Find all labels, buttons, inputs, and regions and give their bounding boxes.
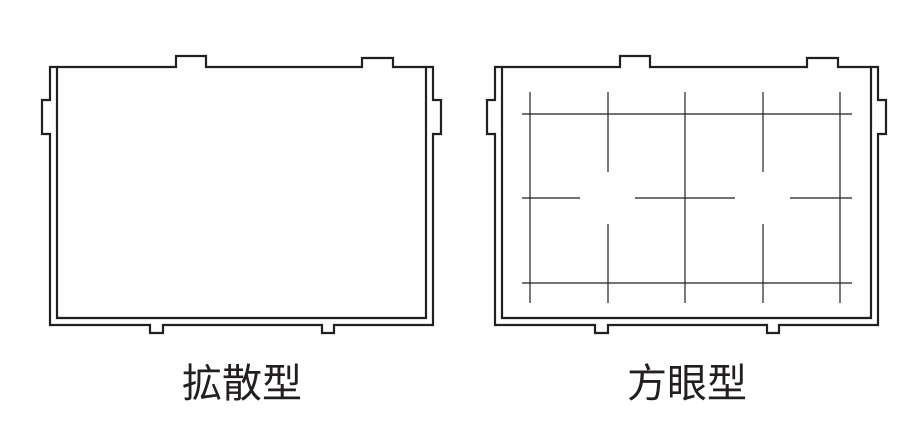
grid-lines (522, 92, 852, 303)
screen-grid-inner-frame (500, 67, 873, 320)
screen-diffusion-outline (40, 54, 443, 335)
screen-diffusion (40, 54, 443, 335)
screen-grid-outline (485, 54, 888, 335)
screen-grid (485, 54, 888, 335)
screen-diffusion-inner-frame (55, 67, 428, 320)
caption-diffusion: 拡散型 (182, 361, 302, 407)
caption-grid: 方眼型 (627, 361, 747, 407)
